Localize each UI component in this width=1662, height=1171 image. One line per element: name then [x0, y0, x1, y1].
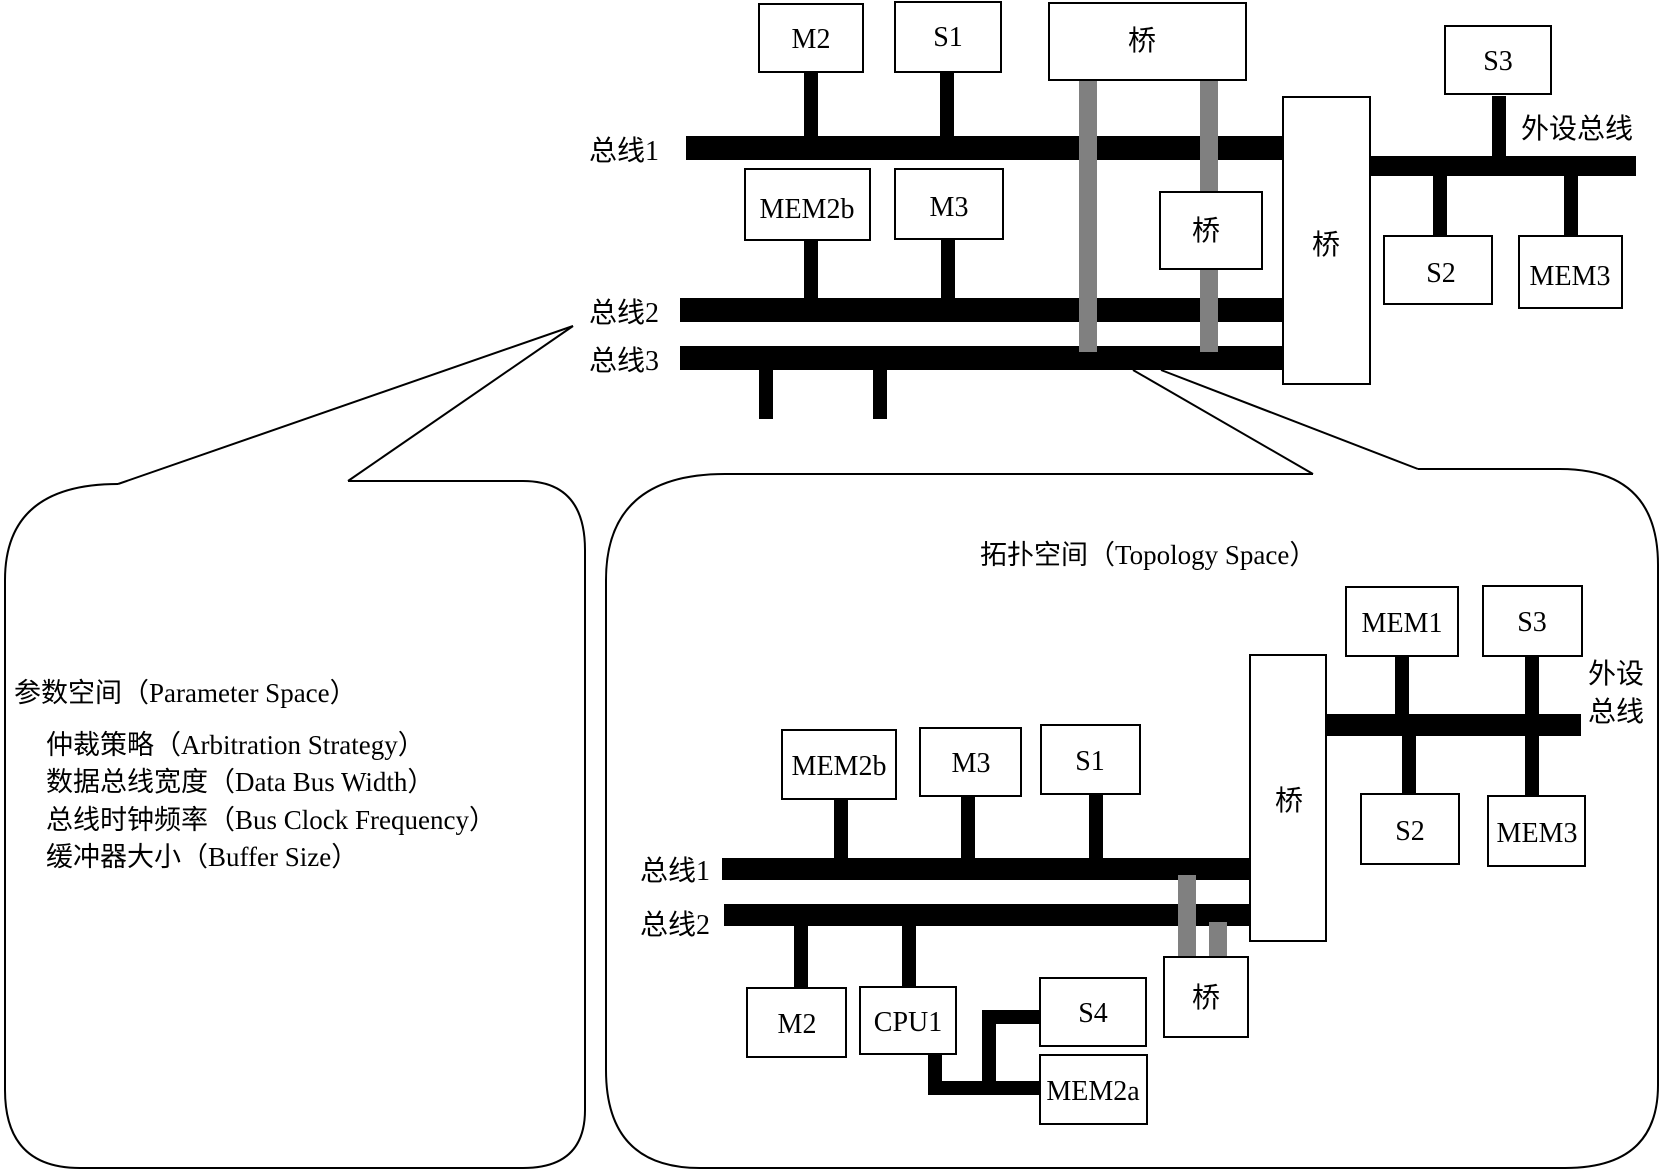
topo-s3-label: S3 [1517, 607, 1547, 638]
topo-connector-s1 [1089, 794, 1103, 859]
topo-s4-box [1039, 977, 1147, 1047]
top-bridge-tall-label: 桥 [1312, 229, 1340, 261]
top-bus2 [680, 298, 1284, 322]
topo-gray-link-1 [1178, 875, 1196, 957]
parameter-item-buffer-size: 缓冲器大小（Buffer Size） [46, 842, 358, 872]
connector-s3 [1492, 96, 1506, 166]
top-bridge-label: 桥 [1128, 25, 1156, 57]
top-mem2b-label: MEM2b [760, 194, 855, 225]
top-peripheral-bus-label: 外设总线 [1521, 113, 1633, 145]
topo-s1-label: S1 [1075, 746, 1105, 777]
topo-m2-box [746, 987, 847, 1058]
top-diagram: M2 S1 桥 S3 桥 MEM2b M3 桥 S2 MEM3 总线1 总线2 … [589, 1, 1636, 419]
callout-topology-line-2 [1160, 369, 1419, 470]
top-m2-label: M2 [792, 24, 831, 55]
top-mem3-box [1518, 235, 1623, 309]
topo-mem2a-label: MEM2a [1046, 1076, 1140, 1107]
connector-mem2b [804, 240, 818, 302]
topo-s2-box [1360, 793, 1460, 865]
gray-bridge-link-1 [1079, 80, 1097, 352]
topo-bus1-label: 总线1 [640, 855, 710, 887]
topo-bridge-tall-label: 桥 [1275, 785, 1303, 817]
top-s3-box [1444, 25, 1552, 95]
top-s1-box [894, 1, 1002, 73]
topo-bridge-small-box [1163, 956, 1249, 1038]
topo-peripheral-bus-label-1: 外设 [1588, 658, 1644, 690]
top-bridge-small-box [1159, 191, 1263, 270]
topo-cpu1-label: CPU1 [874, 1007, 942, 1038]
connector-s1 [940, 72, 954, 140]
topo-mem2b-box [781, 729, 897, 800]
top-bus1-label: 总线1 [589, 135, 659, 167]
top-bridge-small-label: 桥 [1192, 215, 1220, 247]
topo-peripheral-bus-label-2: 总线 [1588, 696, 1644, 728]
topo-connector-cpu1 [902, 925, 916, 987]
topo-mem1-box [1345, 586, 1459, 657]
connector-mem3 [1564, 166, 1578, 236]
callout-parameter-line-1 [117, 325, 574, 485]
topo-connector-s2 [1402, 724, 1416, 794]
callout-topology-line-1 [1132, 369, 1314, 475]
topo-peripheral-bus [1326, 714, 1581, 736]
top-s3-label: S3 [1483, 46, 1513, 77]
topo-mem3-box [1487, 795, 1586, 867]
callout-lines [117, 325, 1419, 485]
top-peripheral-bus [1370, 156, 1636, 176]
top-bus1 [686, 136, 1283, 160]
connector-bus3-b [873, 357, 887, 419]
top-s2-label: S2 [1426, 258, 1456, 289]
top-bus2-label: 总线2 [589, 297, 659, 329]
topo-connector-mem2b [834, 796, 848, 859]
topo-m2-label: M2 [778, 1009, 817, 1040]
topo-gray-link-2 [1209, 922, 1227, 957]
topology-space-title: 拓扑空间（Topology Space） [980, 540, 1316, 570]
topo-wire-s4 [982, 1010, 1040, 1024]
topo-s4-label: S4 [1078, 998, 1108, 1029]
topo-connector-mem1 [1395, 656, 1409, 724]
topology-space-bubble: 拓扑空间（Topology Space） [605, 468, 1659, 1169]
parameter-item-bus-clock: 总线时钟频率（Bus Clock Frequency） [46, 805, 496, 835]
connector-m2 [804, 72, 818, 140]
topo-connector-m3 [961, 796, 975, 859]
topo-cpu1-box [859, 986, 957, 1055]
parameter-space-title: 参数空间（Parameter Space） [14, 678, 357, 708]
topo-mem1-label: MEM1 [1362, 608, 1443, 639]
topo-bus1 [722, 858, 1250, 880]
parameter-space-bubble: 参数空间（Parameter Space） 仲裁策略（Arbitration S… [4, 480, 586, 1169]
top-s2-box [1383, 235, 1493, 305]
connector-m3 [941, 240, 955, 302]
top-bridge-box [1048, 2, 1247, 81]
parameter-item-data-bus-width: 数据总线宽度（Data Bus Width） [46, 767, 434, 797]
top-s1-label: S1 [933, 22, 963, 53]
topo-m3-label: M3 [952, 748, 991, 779]
topo-mem2b-label: MEM2b [792, 751, 887, 782]
topo-bridge-small-label: 桥 [1192, 982, 1220, 1014]
topo-bridge-tall-box [1249, 654, 1327, 942]
top-bridge-tall-box [1282, 96, 1371, 385]
callout-parameter-line-2 [347, 325, 574, 482]
topo-s3-box [1482, 585, 1583, 657]
top-mem3-label: MEM3 [1530, 261, 1611, 292]
topo-bus2-label: 总线2 [640, 909, 710, 941]
top-bus3-label: 总线3 [589, 345, 659, 377]
connector-s2 [1433, 166, 1447, 236]
topology-space-outline [605, 468, 1659, 1169]
topo-bus2 [724, 904, 1250, 926]
top-mem2b-box [744, 168, 871, 241]
topo-mem3-label: MEM3 [1497, 818, 1578, 849]
topo-m3-box [919, 727, 1022, 797]
top-bus3 [680, 346, 1284, 370]
top-m3-label: M3 [930, 192, 969, 223]
parameter-item-arbitration: 仲裁策略（Arbitration Strategy） [46, 730, 425, 760]
topo-wire-vertical [982, 1010, 996, 1090]
topo-s1-box [1040, 724, 1141, 795]
top-m3-box [894, 168, 1004, 240]
top-m2-box [758, 3, 864, 73]
topo-mem2a-box [1039, 1054, 1148, 1125]
connector-bus3-a [759, 357, 773, 419]
parameter-space-outline [4, 480, 586, 1169]
topo-s2-label: S2 [1395, 816, 1425, 847]
topo-connector-m2 [794, 925, 808, 988]
